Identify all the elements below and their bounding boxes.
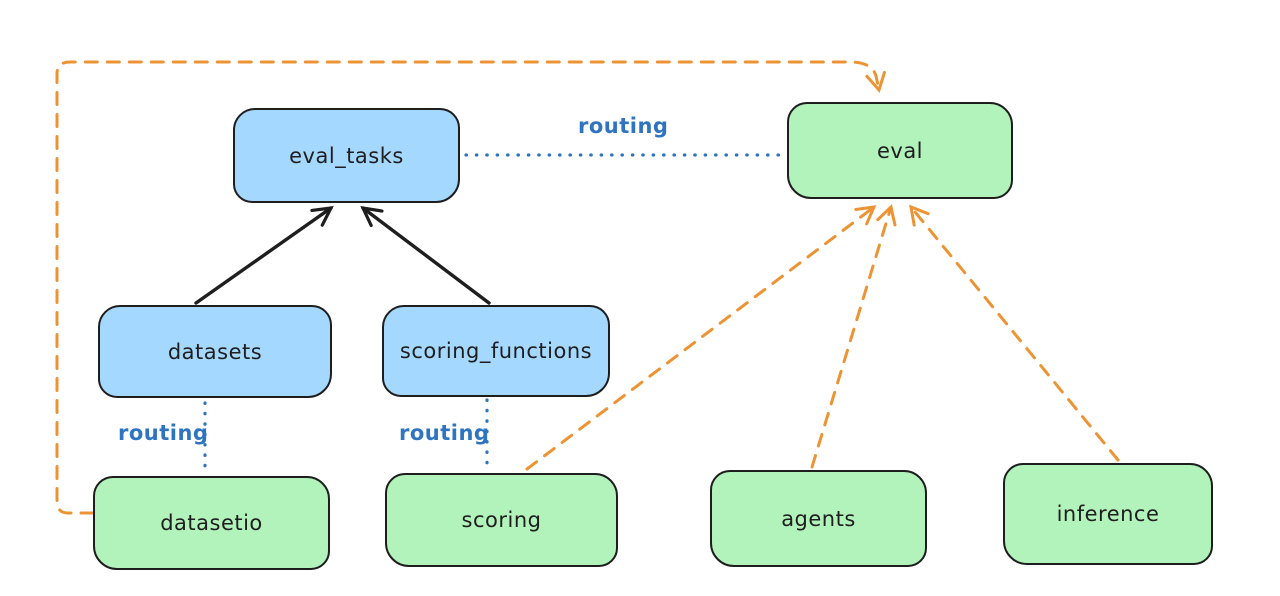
- node-datasetio: datasetio: [93, 476, 330, 570]
- node-scoring-functions: scoring_functions: [382, 305, 610, 397]
- edge-scoring-to-eval: [525, 205, 877, 471]
- node-datasets: datasets: [98, 305, 332, 398]
- edge-label-routing-scoring-functions-scoring: routing: [399, 421, 490, 445]
- node-scoring-label: scoring: [461, 508, 542, 532]
- node-agents-label: agents: [781, 506, 856, 531]
- node-inference: inference: [1003, 463, 1213, 565]
- edge-scoring-functions-to-eval-tasks: [360, 205, 491, 305]
- edge-label-routing-datasets-datasetio: routing: [118, 421, 209, 445]
- node-eval-label: eval: [876, 138, 924, 163]
- edge-inference-to-eval: [909, 204, 1120, 462]
- edge-datasets-to-eval-tasks: [194, 206, 334, 305]
- node-eval-tasks-label: eval_tasks: [289, 143, 404, 168]
- node-scoring-functions-label: scoring_functions: [399, 339, 593, 363]
- node-scoring: scoring: [385, 473, 618, 567]
- edge-datasetio-to-eval: [55, 60, 886, 515]
- node-agents: agents: [710, 470, 927, 567]
- node-inference-label: inference: [1056, 502, 1160, 526]
- node-datasetio-label: datasetio: [160, 511, 263, 535]
- node-datasets-label: datasets: [167, 339, 263, 364]
- edge-label-routing-eval-tasks-eval: routing: [578, 114, 669, 138]
- node-eval-tasks: eval_tasks: [233, 108, 460, 203]
- edge-agents-to-eval: [810, 204, 897, 469]
- node-eval: eval: [787, 102, 1013, 199]
